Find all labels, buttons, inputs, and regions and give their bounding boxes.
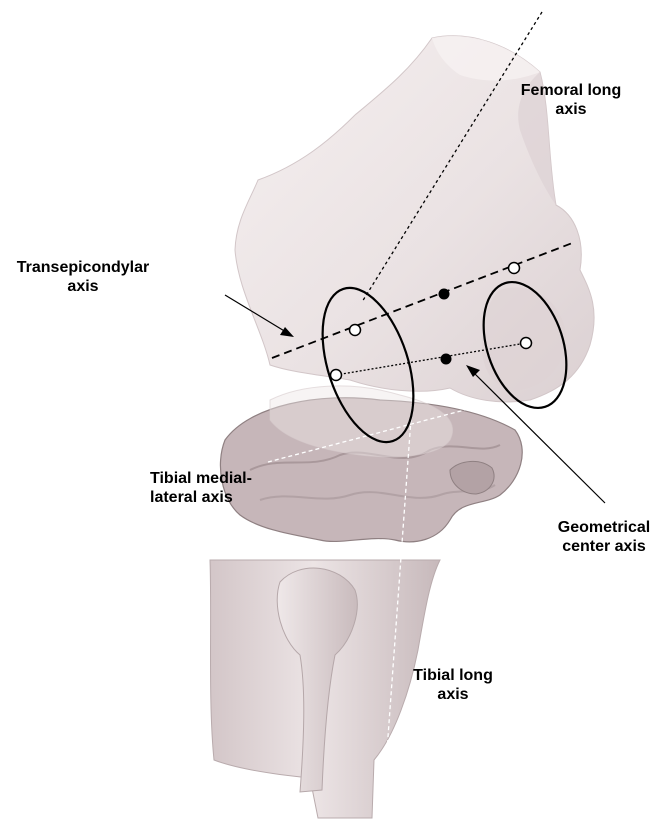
tibial-long-axis-label: Tibial long axis xyxy=(398,666,508,704)
condyle-center-lateral xyxy=(521,338,532,349)
condyle-center-medial xyxy=(331,370,342,381)
epicondyle-point-lateral xyxy=(509,263,520,274)
tibial-medial-lateral-axis-label: Tibial medial- lateral axis xyxy=(150,469,280,507)
geometrical-center-midpoint xyxy=(441,354,452,365)
epicondyle-point-medial xyxy=(350,325,361,336)
transepicondylar-midpoint xyxy=(439,289,450,300)
femoral-long-axis-label: Femoral long axis xyxy=(516,81,626,119)
geometrical-center-axis-label: Geometrical center axis xyxy=(544,518,664,556)
transepicondylar-axis-label: Transepicondylar axis xyxy=(6,258,160,296)
